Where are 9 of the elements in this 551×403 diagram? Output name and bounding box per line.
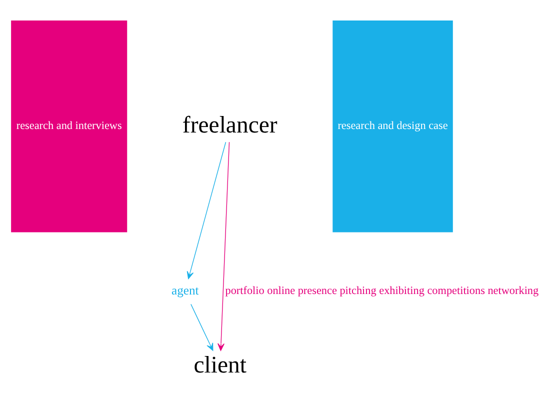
node-box: research and design case	[332, 20, 453, 232]
node-text: agent	[172, 283, 199, 298]
edge-label: portfolio online presence pitching exhibiting competitions networking	[225, 284, 539, 297]
node-text: freelancer	[182, 112, 278, 138]
node-box: research and interviews	[11, 20, 128, 232]
arrow	[190, 304, 214, 351]
node-text: client	[194, 352, 246, 379]
arrow	[186, 142, 226, 280]
arrow	[218, 142, 230, 351]
